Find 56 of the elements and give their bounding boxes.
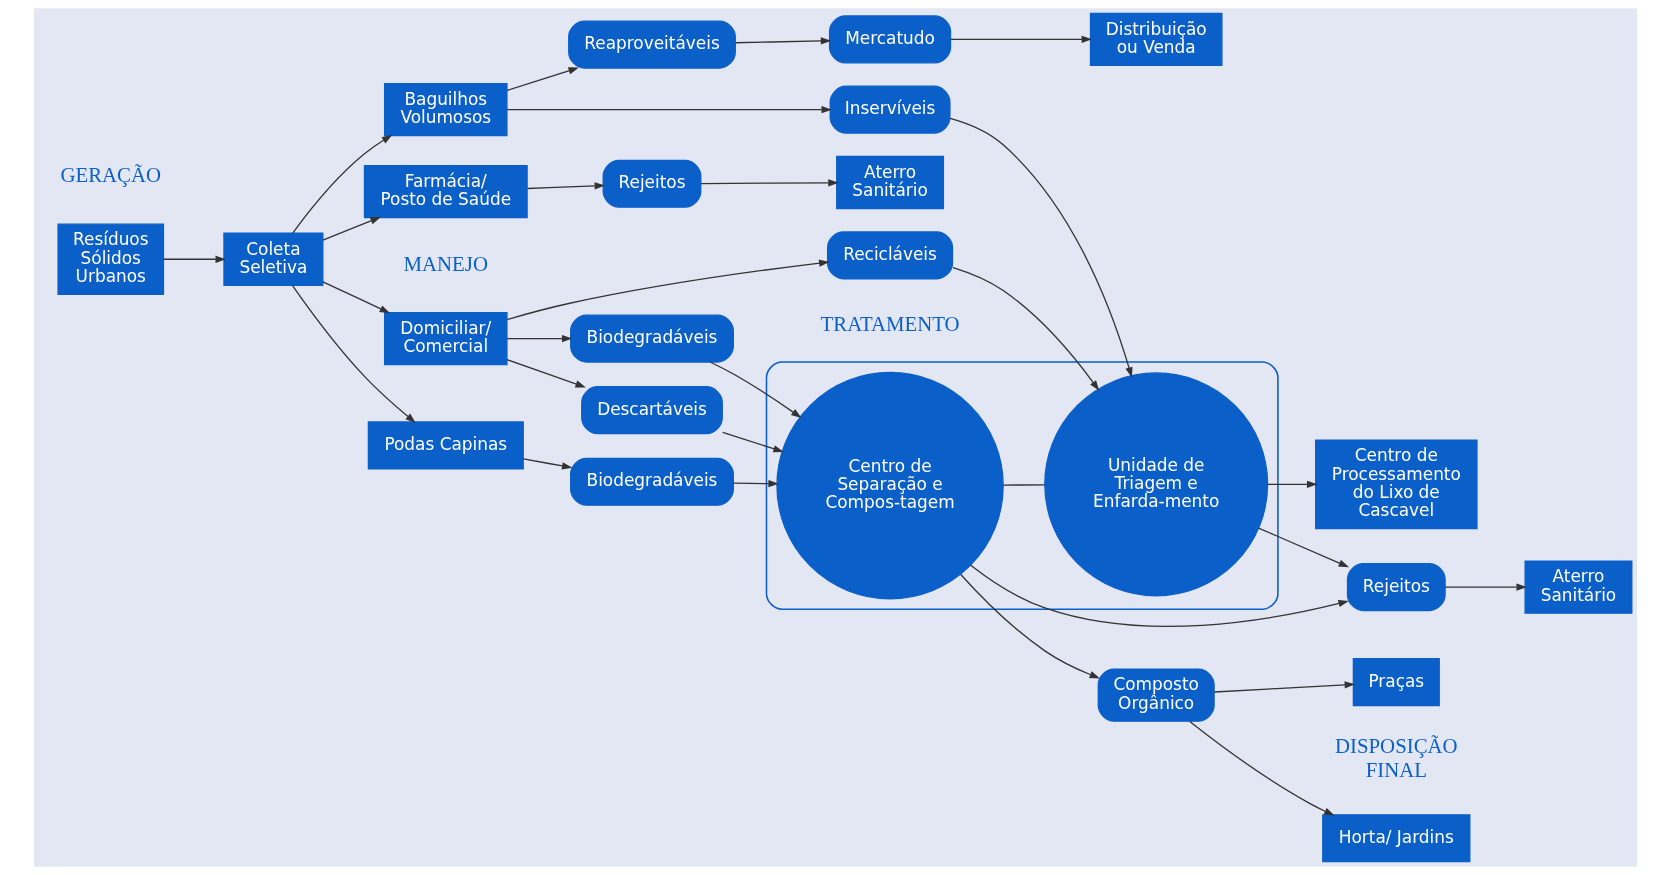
arrow: [526, 182, 606, 190]
node-box: Biodegradáveis: [570, 457, 734, 506]
node-box: Recicláveis: [826, 231, 954, 280]
node-box: Descartáveis: [581, 386, 723, 435]
arrow: [506, 106, 832, 114]
arrow: [709, 361, 802, 419]
arrow: [734, 37, 832, 45]
arrow: [522, 458, 573, 470]
arrow: [162, 255, 226, 263]
arrow: [506, 334, 573, 343]
arrow: [291, 284, 416, 424]
label: GERAÇÃO: [60, 163, 162, 188]
arrow: [970, 564, 1349, 627]
node-box: Distribuição ou Venda: [1089, 12, 1223, 67]
node-box: Farmácia/ Posto de Saúde: [363, 164, 528, 219]
node-box: Praças: [1352, 658, 1440, 707]
arrow: [292, 134, 393, 234]
node-box: Coleta Seletiva: [223, 232, 324, 286]
node-circle: Unidade de Triagem e Enfarda-mento: [1044, 372, 1269, 597]
node-box: Podas Capinas: [367, 421, 524, 470]
arrow: [1444, 583, 1527, 591]
node-box: Biodegradáveis: [570, 314, 734, 363]
connector: [1002, 484, 1046, 486]
node-box: Inservíveis: [829, 85, 951, 134]
arrow: [732, 480, 779, 488]
node-box: Domiciliar/ Comercial: [384, 311, 508, 366]
node-box: Baguilhos Volumosos: [384, 82, 508, 137]
arrow: [950, 35, 1093, 44]
arrow: [1257, 527, 1350, 568]
arrow: [960, 573, 1100, 679]
node-box: Aterro Sanitário: [1524, 560, 1633, 614]
label: TRATAMENTO: [820, 311, 960, 336]
arrow: [722, 431, 784, 453]
node-box: Centro de Processamento do Lixo de Cascavel: [1315, 439, 1478, 530]
arrow: [506, 259, 830, 321]
arrow: [506, 359, 586, 388]
arrow: [1189, 720, 1335, 816]
node-box: Rejeitos: [602, 159, 702, 208]
node-box: Horta/ Jardins: [1322, 814, 1471, 863]
label: MANEJO: [403, 251, 488, 276]
node-circle: Centro de Separação e Compos-tagem: [776, 371, 1004, 600]
arrow: [322, 281, 391, 314]
arrow: [949, 117, 1133, 378]
label: DISPOSIÇÃO FINAL: [1335, 734, 1458, 782]
node-box: Mercatudo: [828, 15, 952, 64]
node-box: Reaproveitáveis: [568, 20, 736, 69]
arrow: [1266, 480, 1318, 488]
node-box: Composto Orgânico: [1097, 668, 1215, 722]
arrow: [952, 266, 1100, 391]
arrow: [700, 179, 839, 187]
arrow: [322, 216, 381, 241]
node-box: Resíduos Sólidos Urbanos: [57, 223, 165, 296]
arrow: [506, 67, 579, 92]
node-box: Rejeitos: [1346, 563, 1446, 612]
node-box: Aterro Sanitário: [836, 155, 945, 210]
arrow: [1213, 681, 1356, 693]
